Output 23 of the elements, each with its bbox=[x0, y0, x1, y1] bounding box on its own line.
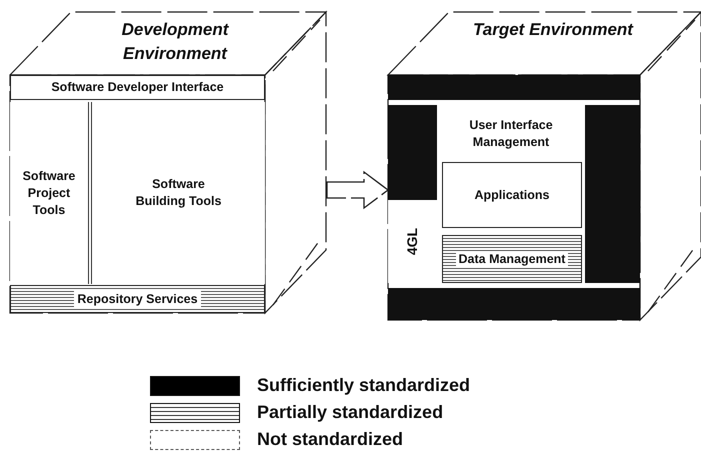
block-arrow bbox=[326, 170, 390, 210]
legend-label: Partially standardized bbox=[257, 402, 444, 423]
layer-box bbox=[442, 162, 582, 228]
standardized-bar bbox=[388, 105, 437, 200]
layer-label: User Interface Management bbox=[468, 116, 554, 150]
layer-label: Data Management bbox=[456, 250, 568, 268]
layer-label: Software Developer Interface bbox=[51, 79, 224, 96]
layer-box bbox=[10, 285, 265, 313]
layer-box bbox=[10, 75, 265, 100]
layer-label: 4GL bbox=[404, 228, 421, 256]
layer-box bbox=[10, 102, 92, 284]
standardized-bar bbox=[388, 288, 640, 320]
standardized-bar bbox=[388, 75, 640, 100]
layer-box bbox=[442, 235, 582, 283]
environment-title: Development Environment bbox=[120, 19, 230, 65]
legend-label: Not standardized bbox=[257, 429, 404, 450]
layer-label: Software Project Tools bbox=[22, 168, 76, 218]
layer-label: Software Building Tools bbox=[134, 176, 222, 210]
legend-label: Sufficiently standardized bbox=[257, 375, 470, 396]
standardized-bar bbox=[585, 105, 640, 283]
layer-label: Repository Services bbox=[74, 290, 201, 308]
layer-label: Applications bbox=[474, 186, 550, 204]
environment-title: Target Environment bbox=[472, 19, 634, 41]
